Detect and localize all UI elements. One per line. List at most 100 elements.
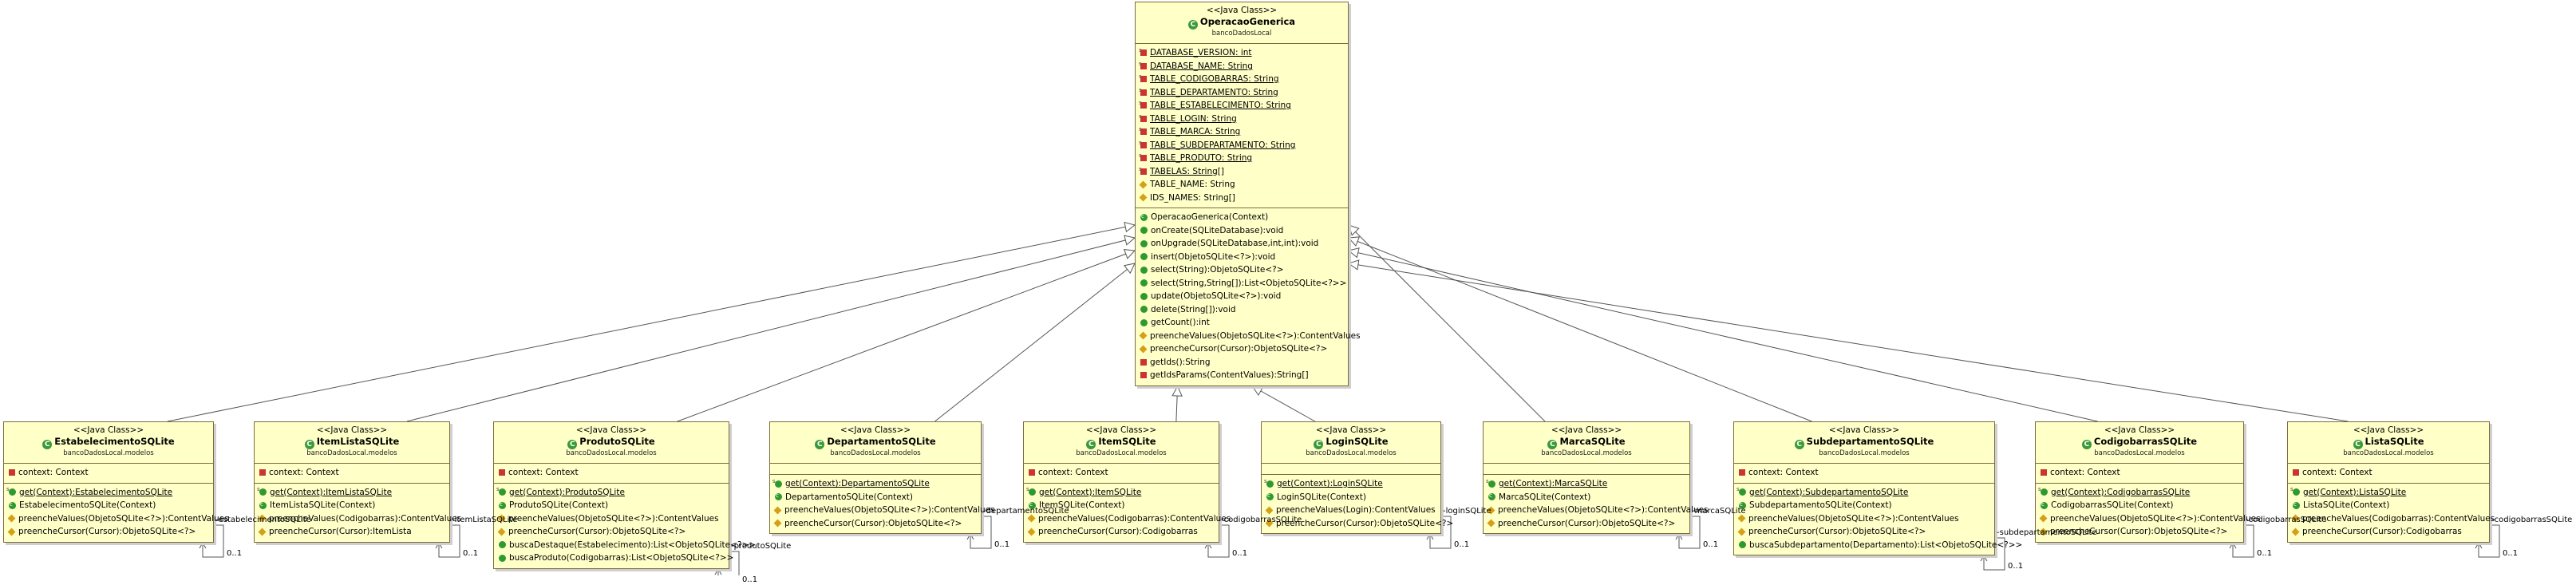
field-row[interactable]: TABELAS: String[] [1139,163,1345,179]
method-row[interactable]: get(Context):ListaSQLite [2290,483,2486,500]
method-row[interactable]: update(ObjetoSQLite<?>):void [1140,290,1345,303]
field-text: TABLE_MARCA: String [1150,127,1241,136]
method-row[interactable]: buscaProduto(Codigobarras):List<ObjetoSQ… [499,551,733,565]
method-row[interactable]: preencheValues(ObjetoSQLite<?>):ContentV… [773,504,995,517]
method-protected-method-icon [497,528,506,536]
method-row[interactable]: preencheValues(ObjetoSQLite<?>):ContentV… [1737,512,1991,526]
method-row[interactable]: preencheValues(Login):ContentValues [1265,504,1437,517]
method-row[interactable]: get(Context):ItemListaSQLite [257,483,446,500]
field-row[interactable]: TABLE_DEPARTAMENTO: String [1139,84,1345,100]
method-row[interactable]: preencheCursor(Cursor):ObjetoSQLite<?> [1265,517,1453,531]
field-row[interactable]: context: Context [9,466,210,480]
method-row[interactable]: get(Context):CodigobarrasSQLite [2038,483,2240,500]
method-row[interactable]: get(Context):DepartamentoSQLite [772,475,978,491]
method-row[interactable]: preencheCursor(Cursor):ObjetoSQLite<?> [773,517,978,531]
method-row[interactable]: get(Context):LoginSQLite [1264,475,1437,491]
method-row[interactable]: SubdepartamentoSQLite(Context) [1739,498,1991,512]
method-row[interactable]: ListaSQLite(Context) [2293,498,2486,512]
class-package: bancoDadosLocal.modelos [1306,449,1397,457]
method-row[interactable]: onUpgrade(SQLiteDatabase,int,int):void [1140,237,1345,251]
field-row[interactable]: IDS_NAMES: String[] [1139,192,1345,205]
method-row[interactable]: DepartamentoSQLite(Context) [775,489,978,504]
method-row[interactable]: insert(ObjetoSQLite<?>):void [1140,251,1345,264]
method-row[interactable]: preencheValues(ObjetoSQLite<?>):ContentV… [7,512,229,526]
field-row[interactable]: TABLE_LOGIN: String [1139,110,1345,126]
field-row[interactable]: context: Context [2041,466,2240,480]
method-protected-method-icon [2039,514,2048,523]
class-name-text: ListaSQLite [2365,436,2424,447]
method-row[interactable]: ProdutoSQLite(Context) [499,498,725,512]
method-row[interactable]: preencheCursor(Cursor):ItemLista [258,525,446,539]
method-row[interactable]: get(Context):EstabelecimentoSQLite [6,483,210,500]
field-row[interactable]: context: Context [1739,466,1991,480]
method-row[interactable]: delete(String[]):void [1140,303,1345,317]
field-row[interactable]: TABLE_NAME: String [1139,178,1345,192]
method-row[interactable]: buscaDestaque(Estabelecimento):List<Obje… [499,539,756,552]
field-text: TABLE_SUBDEPARTAMENTO: String [1150,140,1296,150]
method-row[interactable]: get(Context):MarcaSQLite [1486,475,1686,491]
field-text: DATABASE_VERSION: int [1150,48,1252,57]
method-row[interactable]: select(String):ObjetoSQLite<?> [1140,263,1345,277]
method-row[interactable]: LoginSQLite(Context) [1266,489,1437,504]
method-row[interactable]: preencheCursor(Cursor):ObjetoSQLite<?> [7,525,210,539]
method-row[interactable]: getIds():String [1140,356,1345,370]
class-name-text: OperacaoGenerica [1199,16,1296,27]
method-row[interactable]: MarcaSQLite(Context) [1488,489,1686,504]
class-stereotype: <<Java Class>> [2353,425,2424,435]
field-protected-field-icon [1139,193,1148,202]
method-row[interactable]: onCreate(SQLiteDatabase):void [1140,224,1345,238]
field-row[interactable]: TABLE_ESTABELECIMENTO: String [1139,97,1345,113]
method-row[interactable]: ItemListaSQLite(Context) [259,498,446,512]
method-row[interactable]: preencheCursor(Cursor):ObjetoSQLite<?> [1737,525,1991,539]
method-row[interactable]: OperacaoGenerica(Context) [1140,210,1345,224]
method-row[interactable]: preencheCursor(Cursor):ObjetoSQLite<?> [1139,342,1345,356]
method-row[interactable]: preencheCursor(Cursor):ObjetoSQLite<?> [1487,517,1686,531]
method-row[interactable]: preencheCursor(Cursor):Codigobarras [1027,525,1215,539]
method-row[interactable]: ItemSQLite(Context) [1029,498,1215,512]
field-row[interactable]: DATABASE_NAME: String [1139,57,1345,73]
field-row[interactable]: context: Context [499,466,725,480]
field-row[interactable]: context: Context [2293,466,2486,480]
method-row[interactable]: preencheValues(ObjetoSQLite<?>):ContentV… [1139,330,1361,343]
field-row[interactable]: context: Context [1029,466,1215,480]
field-row[interactable]: TABLE_SUBDEPARTAMENTO: String [1139,136,1345,152]
method-row[interactable]: CodigobarrasSQLite(Context) [2041,498,2240,512]
method-row[interactable]: preencheValues(ObjetoSQLite<?>):ContentV… [497,512,725,526]
method-row[interactable]: select(String,String[]):List<ObjetoSQLit… [1140,277,1346,291]
method-row[interactable]: preencheValues(ObjetoSQLite<?>):ContentV… [2039,512,2261,526]
methods-section: get(Context):ProdutoSQLiteProdutoSQLite(… [494,482,756,568]
field-row[interactable]: TABLE_PRODUTO: String [1139,149,1345,165]
method-row[interactable]: preencheValues(Codigobarras):ContentValu… [258,512,461,526]
method-text: preencheValues(Codigobarras):ContentValu… [269,513,462,524]
field-row[interactable]: DATABASE_VERSION: int [1139,44,1345,60]
method-row[interactable]: preencheValues(Codigobarras):ContentValu… [2291,512,2495,526]
field-row[interactable]: context: Context [259,466,446,480]
field-row[interactable]: TABLE_MARCA: String [1139,123,1345,139]
method-row[interactable]: preencheCursor(Cursor):ObjetoSQLite<?> [497,525,725,539]
method-row[interactable]: get(Context):SubdepartamentoSQLite [1736,483,1991,500]
method-row[interactable]: buscaSubdepartamento(Departamento):List<… [1739,539,2022,552]
method-row[interactable]: getIdsParams(ContentValues):String[] [1140,369,1345,382]
method-row[interactable]: get(Context):ProdutoSQLite [496,483,725,500]
method-row[interactable]: getCount():int [1140,316,1345,330]
method-row[interactable]: get(Context):ItemSQLite [1026,483,1215,500]
method-row[interactable]: preencheValues(Codigobarras):ContentValu… [1027,512,1231,526]
method-row[interactable]: preencheValues(ObjetoSQLite<?>):ContentV… [1487,504,1709,517]
methods-section: get(Context):EstabelecimentoSQLiteEstabe… [4,482,229,542]
method-row[interactable]: EstabelecimentoSQLite(Context) [9,498,210,512]
field-row[interactable]: TABLE_CODIGOBARRAS: String [1139,70,1345,86]
method-row[interactable]: preencheCursor(Cursor):ObjetoSQLite<?> [2039,525,2240,539]
method-row[interactable]: preencheCursor(Cursor):Codigobarras [2291,525,2486,539]
